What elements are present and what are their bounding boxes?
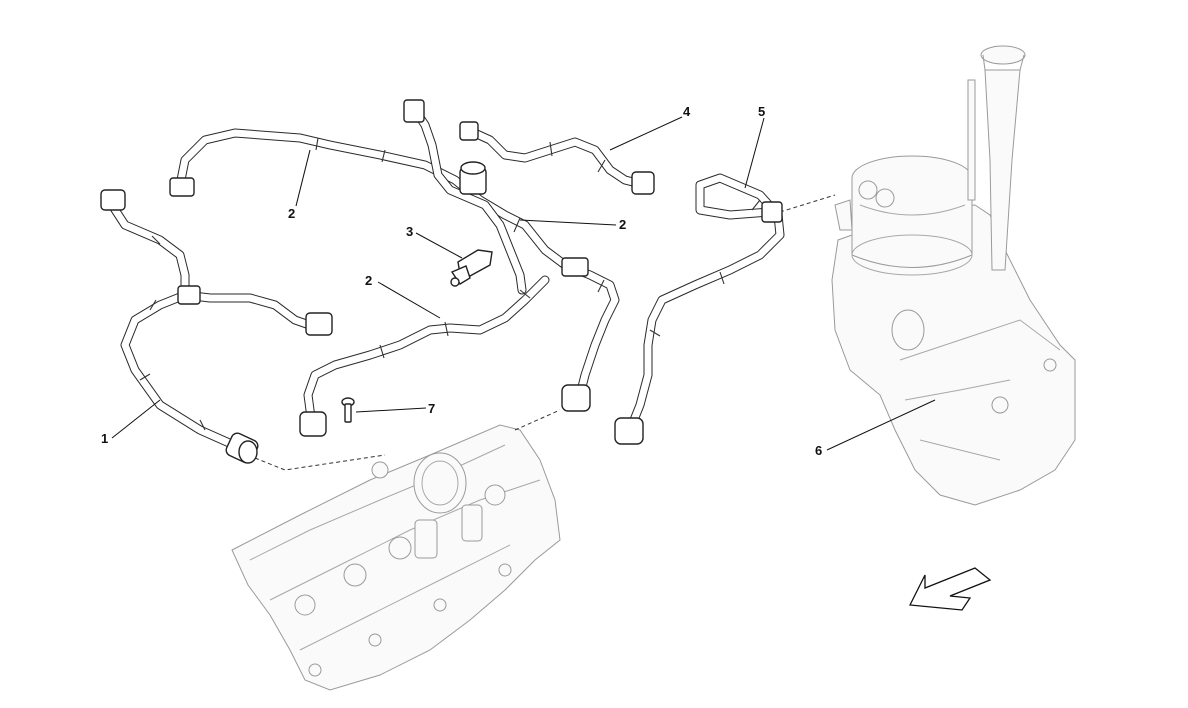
hose-2-tee xyxy=(403,99,589,295)
cylinder-head-cover xyxy=(231,424,561,691)
hose-1 xyxy=(100,189,333,464)
oil-tank xyxy=(831,45,1076,506)
hose-5 xyxy=(614,173,785,445)
callout-2-upper: 2 xyxy=(288,206,295,221)
direction-arrow xyxy=(908,567,992,611)
hose-2-upper xyxy=(169,128,620,412)
hose-4 xyxy=(459,121,655,195)
callout-numbers: 1 2 2 2 3 4 5 6 7 xyxy=(101,104,822,458)
callout-1: 1 xyxy=(101,431,108,446)
assembly-lines xyxy=(254,194,836,471)
callout-2-lower: 2 xyxy=(365,273,372,288)
callout-6: 6 xyxy=(815,443,822,458)
callout-7: 7 xyxy=(428,401,435,416)
hose-2-lower xyxy=(299,275,550,437)
callout-2-right: 2 xyxy=(619,217,626,232)
callout-3: 3 xyxy=(406,224,413,239)
leader-lines xyxy=(111,116,936,451)
clip-3 xyxy=(450,249,493,287)
callout-5: 5 xyxy=(758,104,765,119)
callout-4: 4 xyxy=(683,104,691,119)
screw-7 xyxy=(341,397,355,423)
